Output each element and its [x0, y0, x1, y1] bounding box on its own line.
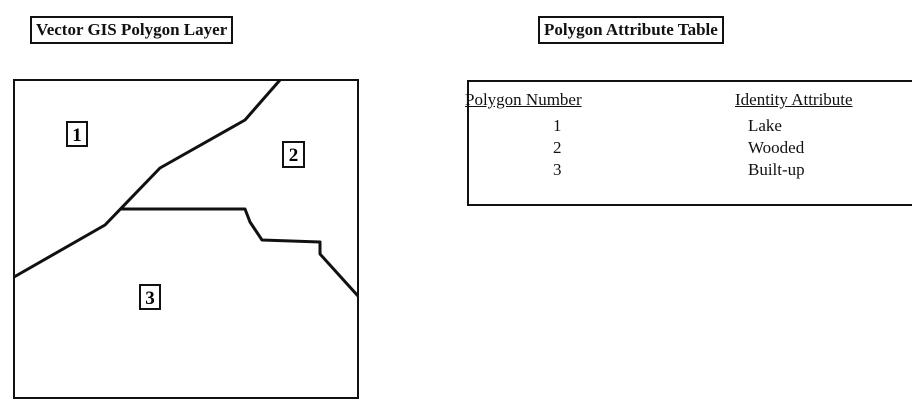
- attribute-table-title: Polygon Attribute Table: [538, 16, 724, 44]
- boundary-line-1: [13, 79, 282, 279]
- column-header-polygon-number: Polygon Number: [465, 90, 582, 109]
- attribute-table: Polygon Number Identity Attribute 1 Lake…: [465, 80, 912, 206]
- svg-text:1: 1: [72, 125, 82, 146]
- polygon-label-3: 3: [139, 284, 161, 310]
- table-cell-attribute: Built-up: [748, 160, 805, 179]
- table-cell-number: 1: [553, 116, 562, 135]
- boundary-line-2: [120, 207, 360, 298]
- table-cell-number: 3: [553, 160, 562, 179]
- table-cell-number: 2: [553, 138, 562, 157]
- polygon-label-1: 1: [66, 121, 88, 147]
- map-frame: [13, 79, 359, 399]
- table-cell-attribute: Lake: [748, 116, 782, 135]
- table-cell-attribute: Wooded: [748, 138, 805, 157]
- svg-text:3: 3: [145, 288, 155, 309]
- svg-text:2: 2: [289, 145, 299, 166]
- polygon-label-2: 2: [282, 141, 305, 168]
- polygon-layer-title: Vector GIS Polygon Layer: [30, 16, 234, 44]
- column-header-identity-attribute: Identity Attribute: [735, 90, 853, 109]
